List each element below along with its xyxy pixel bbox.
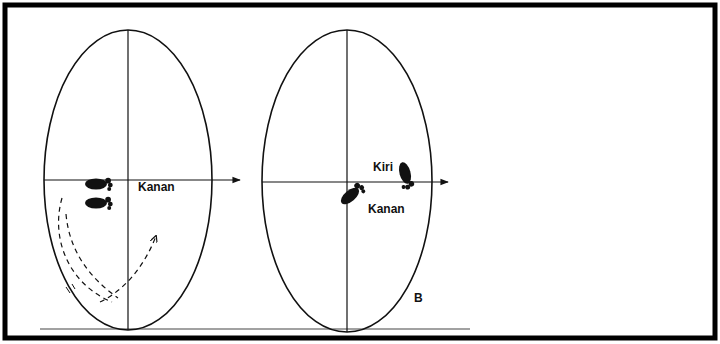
frame — [5, 5, 715, 338]
side-label: Kanan — [138, 181, 175, 193]
side-label: Kiri — [373, 161, 393, 173]
stance-circle — [262, 30, 432, 332]
figure-letter: B — [414, 292, 423, 304]
side-label: Kanan — [368, 203, 405, 215]
